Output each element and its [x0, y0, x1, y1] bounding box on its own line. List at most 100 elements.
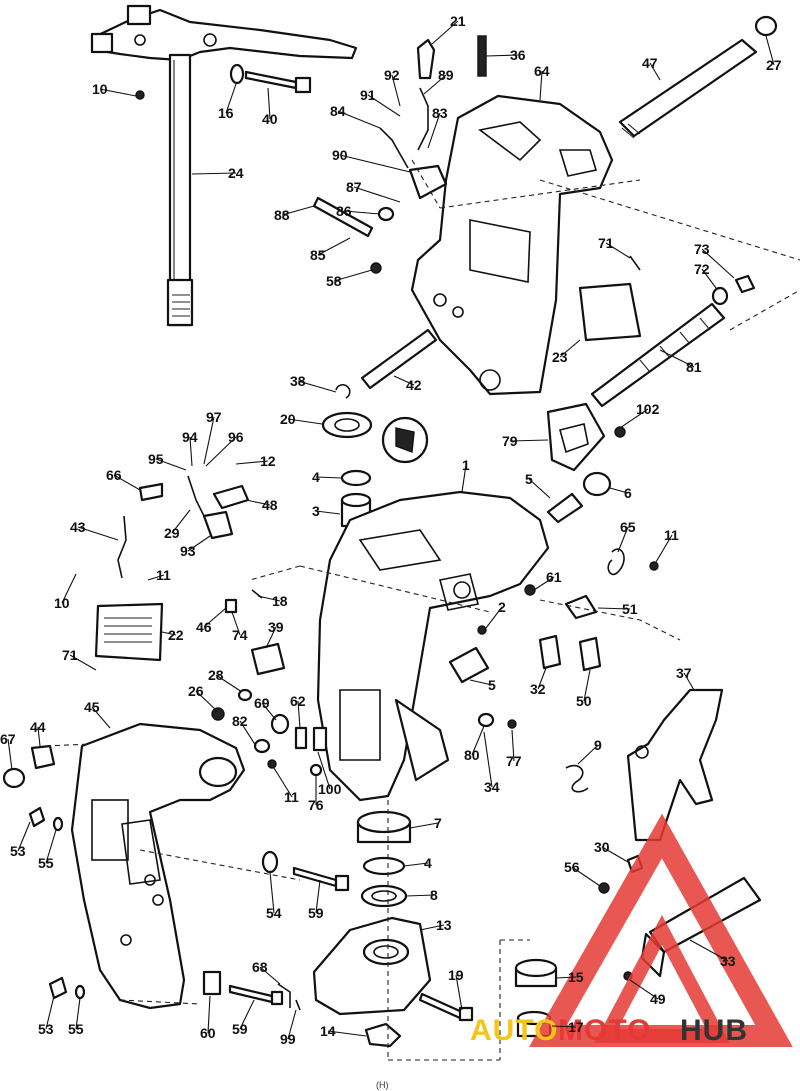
callout-label: 97 — [206, 409, 222, 425]
part-99-pin — [295, 999, 301, 1011]
callout-label: 48 — [262, 497, 278, 513]
callout-leader — [195, 690, 219, 713]
callout-label: 34 — [484, 779, 500, 795]
part-58-screw — [370, 262, 382, 274]
callout-93: 93 — [180, 535, 211, 559]
callout-11: 11 — [147, 567, 171, 583]
callout-14: 14 — [320, 1023, 367, 1039]
callout-45: 45 — [84, 699, 111, 729]
callout-10: 10 — [54, 573, 77, 611]
callout-87: 87 — [346, 179, 401, 203]
part-67-bushing — [2, 767, 26, 789]
callout-leader — [207, 995, 211, 1034]
callout-label: 26 — [188, 683, 204, 699]
callout-76: 76 — [308, 776, 324, 813]
callout-62: 62 — [290, 693, 306, 729]
callout-label: 61 — [546, 569, 562, 585]
callout-18: 18 — [257, 593, 288, 609]
callout-leader — [297, 380, 337, 393]
callout-12: 12 — [235, 453, 276, 469]
callout-28: 28 — [208, 667, 243, 693]
part-8-bearing — [360, 884, 408, 908]
callout-74: 74 — [231, 611, 248, 643]
callout-6: 6 — [609, 485, 632, 501]
callout-label: 67 — [0, 731, 16, 747]
callout-13: 13 — [419, 917, 452, 933]
callout-label: 11 — [156, 567, 171, 583]
part-5-sleeve-top — [546, 492, 584, 524]
callout-leader — [37, 726, 41, 747]
callout-44: 44 — [30, 719, 46, 747]
callout-55: 55 — [38, 829, 57, 871]
callout-label: 44 — [30, 719, 46, 735]
callout-leader — [431, 20, 459, 45]
part-16-washer — [229, 63, 245, 85]
callout-label: 1 — [462, 457, 470, 473]
callout-label: 3 — [312, 503, 320, 519]
callout-leader — [765, 35, 775, 66]
callouts-layer: 1234455678910101111111213141516171819202… — [0, 13, 782, 1047]
callout-60: 60 — [200, 995, 216, 1041]
watermark-word-hub: HUB — [680, 1014, 748, 1047]
callout-40: 40 — [262, 87, 278, 127]
callout-leader — [403, 862, 429, 867]
callout-label: 20 — [280, 411, 296, 427]
callout-label: 49 — [650, 991, 666, 1007]
callout-4: 4 — [403, 855, 432, 871]
callout-91: 91 — [360, 87, 401, 117]
part-80-washer — [477, 712, 495, 728]
callout-leader — [393, 375, 415, 386]
callout-leader — [483, 731, 493, 788]
callout-102: 102 — [619, 401, 660, 429]
callout-label: 30 — [594, 839, 610, 855]
callout-23: 23 — [552, 339, 581, 365]
part-82-washer — [253, 738, 271, 754]
callout-label: 46 — [196, 619, 212, 635]
callout-81: 81 — [659, 349, 702, 375]
callout-leader — [75, 997, 81, 1030]
callout-72: 72 — [694, 261, 717, 289]
callout-label: 90 — [332, 147, 348, 163]
callout-label: 38 — [290, 373, 306, 389]
callout-36: 36 — [485, 47, 526, 63]
part-44-nut — [30, 744, 56, 770]
callout-leader — [187, 535, 211, 552]
part-19-bolt — [418, 992, 474, 1022]
callout-label: 81 — [686, 359, 702, 375]
callout-leader — [609, 487, 629, 494]
callout-leader — [297, 700, 301, 729]
callout-leader — [191, 172, 237, 175]
callout-label: 42 — [406, 377, 422, 393]
callout-label: 8 — [430, 887, 438, 903]
callout-label: 71 — [598, 235, 614, 251]
callout-leader — [655, 534, 673, 563]
callout-leader — [619, 408, 649, 429]
callout-leader — [171, 509, 191, 534]
callout-leader — [337, 110, 381, 129]
callout-label: 84 — [330, 103, 346, 119]
callout-label: 99 — [280, 1031, 296, 1047]
callout-label: 85 — [310, 247, 326, 263]
callout-leader — [17, 821, 31, 852]
callout-79: 79 — [502, 433, 549, 449]
callout-19: 19 — [448, 967, 464, 1011]
callout-label: 54 — [266, 905, 282, 921]
callout-leader — [539, 70, 543, 101]
callout-37: 37 — [676, 665, 695, 691]
callout-leader — [45, 829, 57, 864]
callout-label: 69 — [254, 695, 270, 711]
part-11-screw-mid — [267, 759, 277, 769]
callout-88: 88 — [274, 205, 315, 223]
callout-label: 58 — [326, 273, 342, 289]
callout-73: 73 — [694, 241, 735, 279]
callout-leader — [471, 725, 485, 756]
callout-30: 30 — [594, 839, 629, 863]
callout-label: 53 — [10, 843, 26, 859]
callout-label: 36 — [510, 47, 526, 63]
callout-15: 15 — [555, 969, 584, 985]
part-37-lever — [626, 688, 724, 842]
callout-leader — [339, 154, 411, 173]
callout-label: 23 — [552, 349, 568, 365]
callout-86: 86 — [336, 203, 381, 219]
callout-leader — [405, 894, 435, 897]
